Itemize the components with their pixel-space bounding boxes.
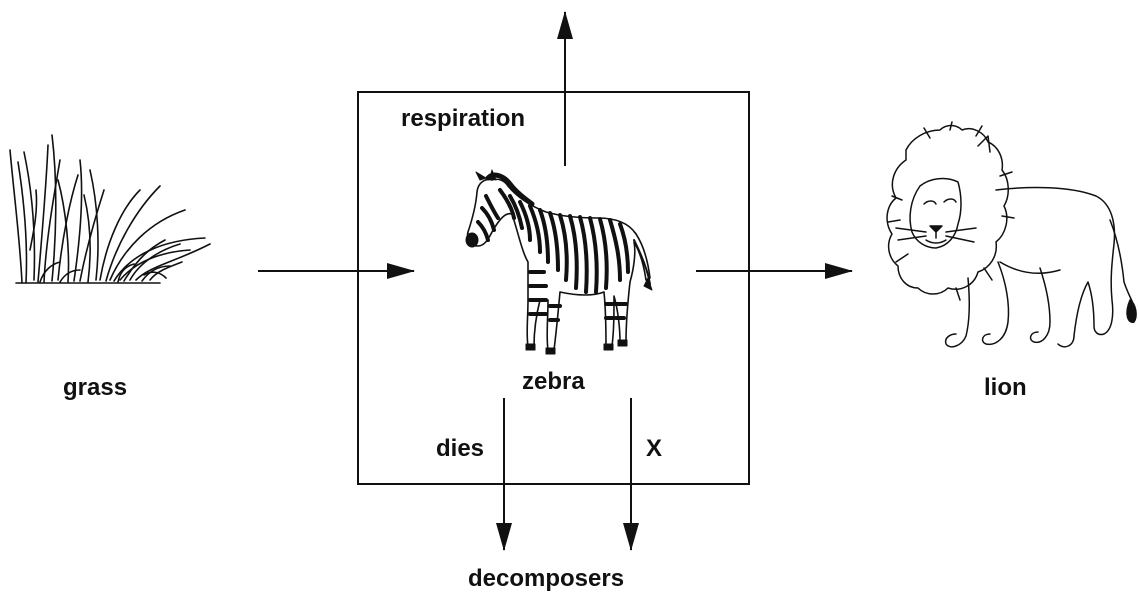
lion-icon	[886, 121, 1137, 348]
dies-label: dies	[436, 435, 485, 462]
grass-icon	[9, 134, 211, 284]
respiration-label: respiration	[401, 105, 526, 132]
x-label: X	[646, 435, 663, 462]
zebra-label: zebra	[522, 368, 585, 395]
lion-label: lion	[984, 374, 1027, 401]
zebra-icon	[465, 169, 653, 355]
zebra-box	[357, 91, 750, 485]
decomposers-label: decomposers	[468, 565, 625, 592]
grass-label: grass	[63, 374, 128, 401]
